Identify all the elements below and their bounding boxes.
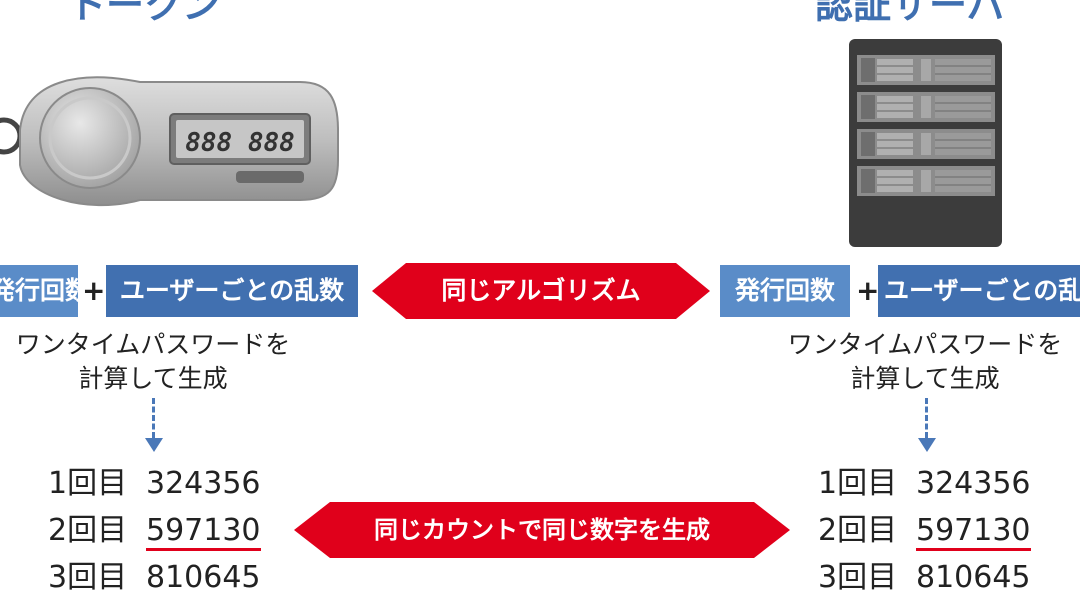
token-heading: トークン [68,0,221,27]
right-count-box: 発行回数 [720,265,850,317]
same-algorithm-arrow [372,263,710,319]
right-description-line1: ワンタイムパスワードを [787,330,1063,359]
right-row-3-label: 3回目 [818,560,898,595]
same-count-label: 同じカウントで同じ数字を生成 [374,516,710,544]
left-row-2-code: 597130 [146,513,261,551]
right-description-line2: 計算して生成 [850,364,1000,393]
server-image [849,39,1002,247]
right-description: ワンタイムパスワードを 計算して生成 [780,328,1070,396]
right-row-2-label: 2回目 [818,513,898,548]
left-row-2: 2回目 597130 [48,511,261,551]
right-row-1-code: 324356 [916,466,1031,501]
token-device-image: 888 888 [0,76,339,207]
same-algorithm-label: 同じアルゴリズム [441,276,641,305]
right-row-2-code: 597130 [916,513,1031,551]
right-row-2: 2回目 597130 [818,511,1031,551]
right-down-arrow-head [918,438,936,452]
left-plus: + [82,274,106,307]
right-random-box: ユーザーごとの乱数 [878,265,1080,317]
right-row-1: 1回目 324356 [818,464,1031,504]
left-down-arrow-line [152,398,155,438]
left-row-1-code: 324356 [146,466,261,501]
token-display-text: 888 888 [185,128,295,158]
server-heading: 認証サーバ [815,0,1005,27]
left-row-3-label: 3回目 [48,560,128,595]
left-row-2-label: 2回目 [48,513,128,548]
left-row-1: 1回目 324356 [48,464,261,504]
same-count-arrow [294,502,790,558]
left-row-1-label: 1回目 [48,466,128,501]
left-count-box: 発行回数 [0,265,78,317]
left-description-line2: 計算して生成 [78,364,228,393]
left-description-line1: ワンタイムパスワードを [15,330,291,359]
left-description: ワンタイムパスワードを 計算して生成 [8,328,298,396]
right-down-arrow-line [925,398,928,438]
right-row-1-label: 1回目 [818,466,898,501]
left-random-box: ユーザーごとの乱数 [106,265,358,317]
right-plus: + [856,274,880,307]
left-down-arrow-head [145,438,163,452]
